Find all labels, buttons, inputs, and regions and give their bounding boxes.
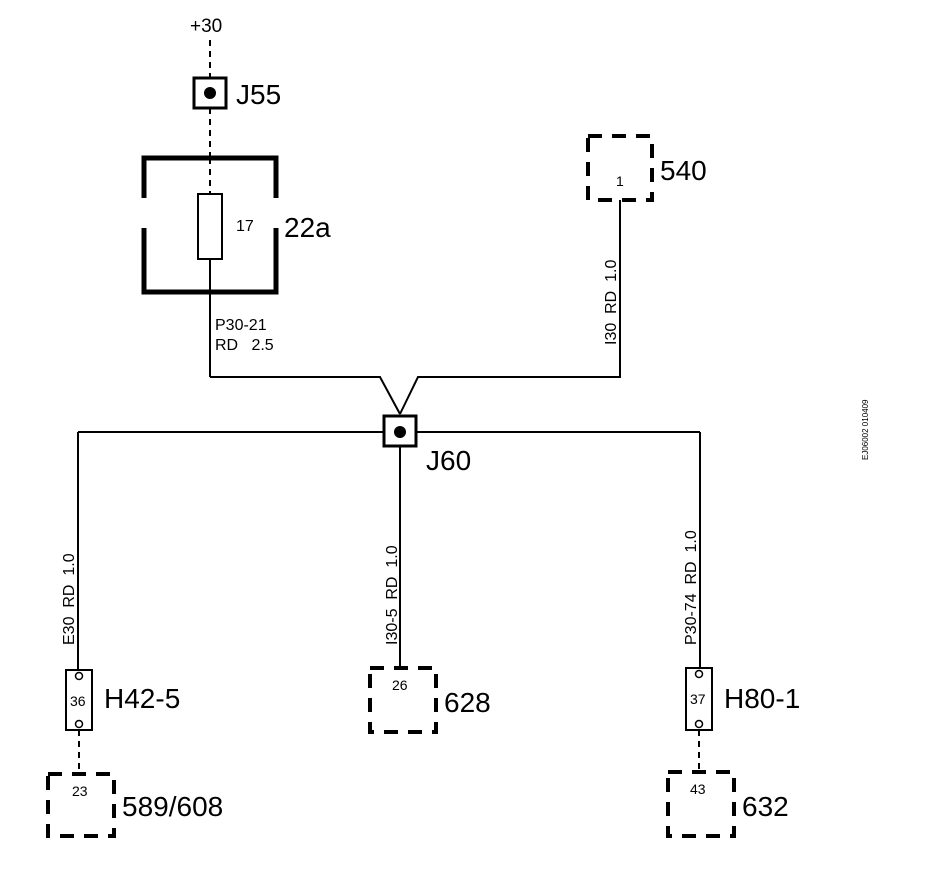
junction-j60-label: J60 (426, 445, 471, 476)
wire-540-to-j60 (399, 200, 621, 415)
fuse-number: 17 (236, 218, 254, 235)
wire-628-spec: I30-5 RD 1.0 (384, 545, 401, 645)
connector-632-pin: 43 (690, 781, 706, 797)
connector-540-label: 540 (660, 155, 707, 186)
junction-j60 (382, 414, 418, 448)
fuse-box-label: 22a (284, 212, 331, 243)
connector-589-label: 589/608 (122, 791, 223, 822)
connector-632 (666, 770, 736, 838)
fuse-wire-id: P30-21 (215, 317, 267, 334)
supply-label: +30 (190, 16, 222, 37)
connector-h80-label: H80-1 (724, 683, 800, 714)
connector-540 (586, 134, 654, 202)
wire-h80-spec: P30-74 RD 1.0 (683, 530, 700, 645)
fuse-wire-spec: RD 2.5 (215, 337, 274, 354)
connector-589-608 (46, 772, 116, 838)
connector-589-pin: 23 (72, 783, 88, 799)
connector-h80-1 (685, 667, 713, 731)
connector-h42-label: H42-5 (104, 683, 180, 714)
connector-628-pin: 26 (392, 677, 408, 693)
junction-j55-label: J55 (236, 79, 281, 110)
drawing-code: EJ06002 010409 (861, 399, 870, 460)
connector-540-pin: 1 (616, 173, 624, 189)
connector-628-label: 628 (444, 687, 491, 718)
junction-j55 (192, 76, 228, 110)
connector-628 (368, 666, 438, 734)
connector-h42-5 (65, 669, 93, 731)
connector-h42-pin: 36 (70, 693, 86, 709)
connector-632-label: 632 (742, 791, 789, 822)
wire-to-j60-left (210, 376, 401, 415)
wire-540-spec: I30 RD 1.0 (603, 260, 620, 345)
wire-h42-spec: E30 RD 1.0 (61, 553, 78, 645)
connector-h80-pin: 37 (690, 691, 706, 707)
